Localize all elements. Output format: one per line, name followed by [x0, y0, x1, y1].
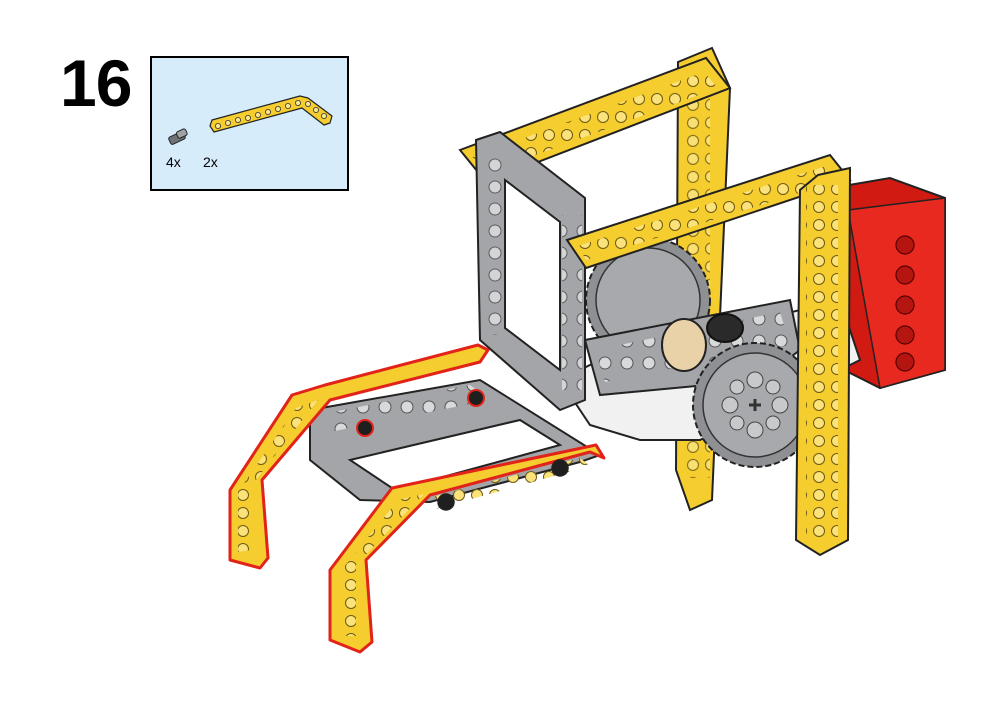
small-gears	[661, 313, 744, 372]
right-claw-beam	[328, 443, 606, 654]
left-claw-beam	[228, 343, 490, 570]
gray-frame	[474, 130, 586, 412]
bent-beam-icon	[209, 95, 333, 133]
claw-frame	[309, 378, 603, 504]
pin-count: 4x	[166, 154, 181, 170]
connector-pin-icon	[168, 128, 188, 145]
beam-count: 2x	[203, 154, 218, 170]
parts-callout: 4x 2x	[150, 56, 349, 191]
front-gear	[692, 342, 818, 468]
front-upright-beam	[794, 166, 852, 557]
step-number: 16	[60, 46, 132, 120]
parts-callout-art	[168, 95, 333, 145]
